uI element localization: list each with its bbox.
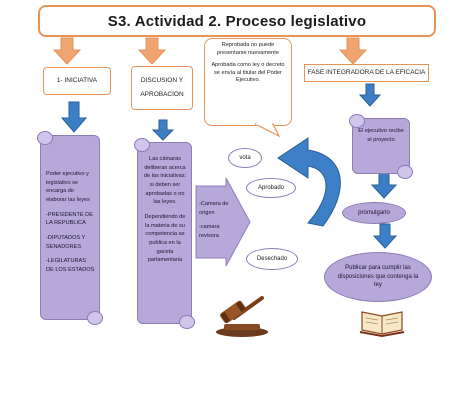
panel-iniciativa: Poder ejecutivo y legislativo se encarga…	[37, 131, 103, 325]
discusion-p2: Dependiendo de la materia de su competen…	[144, 213, 186, 264]
arrow-down-discusion	[137, 37, 167, 65]
arrow-down-iniciativa	[52, 37, 82, 65]
header-iniciativa-label: 1- INICIATIVA	[56, 76, 98, 84]
oval-aprobado: Aprobado	[246, 178, 296, 198]
header-iniciativa: 1- INICIATIVA	[43, 67, 111, 95]
camaras-revisora: -camara revisora	[199, 224, 220, 239]
header-discusion-line1: DISCUSION Y	[140, 77, 184, 85]
oval-vota: vota	[228, 148, 262, 168]
oval-desechado: Desechado	[246, 248, 298, 270]
arrow-down-promulgarlo	[372, 223, 398, 249]
oval-publicar: Publicar para cumplir las disposiciones …	[324, 252, 432, 302]
arrow-down-fase	[338, 37, 368, 65]
gavel-icon	[216, 296, 268, 337]
panel-camaras: -Camara de origen -camara revisora	[199, 200, 229, 247]
arrow-down-iniciativa-panel	[60, 101, 88, 133]
arrow-down-ejecutivo	[370, 171, 398, 199]
arrow-curved-back	[277, 137, 341, 227]
iniciativa-intro: Poder ejecutivo y legislativo se encarga…	[46, 171, 90, 203]
iniciativa-item-presidente: -PRESIDENTE DE LA REPUBLICA	[46, 211, 93, 227]
oval-promulgarlo: promulgarlo	[342, 202, 406, 224]
camaras-origen: -Camara de origen	[199, 201, 229, 216]
header-discusion-line2: APROBACION	[140, 90, 184, 98]
panel-discusion: Las cámaras deliberan acerca de las inic…	[134, 138, 195, 329]
ejecutivo-text: El ejecutivo recibe el proyecto	[358, 128, 404, 143]
iniciativa-item-diputados: -DIPUTADOS Y SENADORES	[46, 234, 86, 250]
callout-aprobada: Aprobada como ley o decreto se envía al …	[211, 62, 285, 84]
arrow-down-fase-panel	[358, 83, 382, 107]
callout-resultado: Reprobada no puede presentarse nuevament…	[204, 38, 292, 126]
page-title: S3. Actividad 2. Proceso legislativo	[107, 12, 367, 30]
callout-reprobada: Reprobada no puede presentarse nuevament…	[217, 42, 279, 56]
panel-ejecutivo: El ejecutivo recibe el proyecto	[349, 114, 413, 179]
arrow-down-discusion-panel	[151, 119, 175, 141]
discusion-p1: Las cámaras deliberan acerca de las inic…	[143, 156, 187, 206]
header-discusion: DISCUSION Y APROBACION	[131, 66, 193, 110]
callout-tail	[254, 123, 281, 138]
title-banner: S3. Actividad 2. Proceso legislativo	[38, 5, 436, 37]
book-icon	[359, 311, 405, 338]
header-fase-integradora: FASE INTEGRADORA DE LA EFICACIA	[304, 64, 429, 82]
iniciativa-item-legislaturas: -LEGILATURAS DE LOS ESTADOS	[46, 258, 95, 273]
arrow-right-camaras	[195, 177, 251, 267]
header-fase-label: FASE INTEGRADORA DE LA EFICACIA	[307, 68, 426, 76]
